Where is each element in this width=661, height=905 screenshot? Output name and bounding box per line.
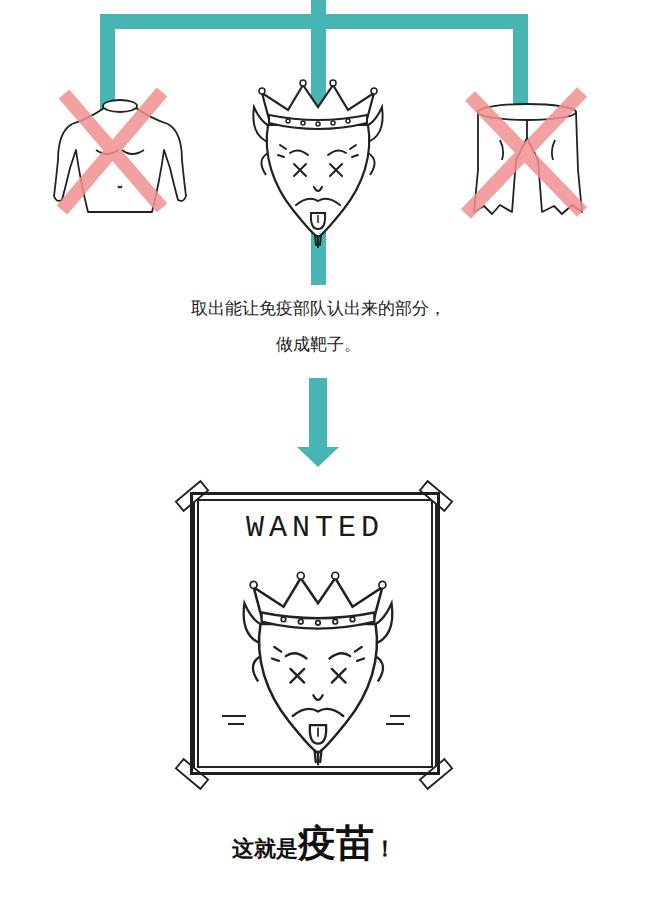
illustration-stroke [198,500,432,767]
split-lines [100,0,528,467]
poster-marks [222,716,410,724]
caption-part: 这就是 [232,836,298,861]
teal-bar [513,14,528,109]
illustration-stroke [222,716,410,724]
king-head [244,572,393,764]
caption-part: ！ [374,836,396,861]
illustration-stroke [103,100,137,112]
caption-part: 疫苗 [298,821,374,865]
caption: 这就是疫苗！ [0,818,628,869]
illustration-stroke [420,481,452,511]
teal-bar [100,14,115,114]
poster-frame [194,496,436,772]
arrow-shaft [309,378,327,448]
illustration-stroke [194,496,436,772]
illustration-stroke [466,92,582,214]
king-head [253,80,382,247]
teal-bar [100,14,528,29]
poster-heading: WANTED [246,511,384,545]
wanted-poster: WANTED [190,492,440,775]
arrow-head [297,447,339,467]
illustration-stroke [62,92,162,210]
tape [176,481,452,789]
note-text: 取出能让免疫部队认出来的部分， 做成靶子。 [150,290,486,362]
